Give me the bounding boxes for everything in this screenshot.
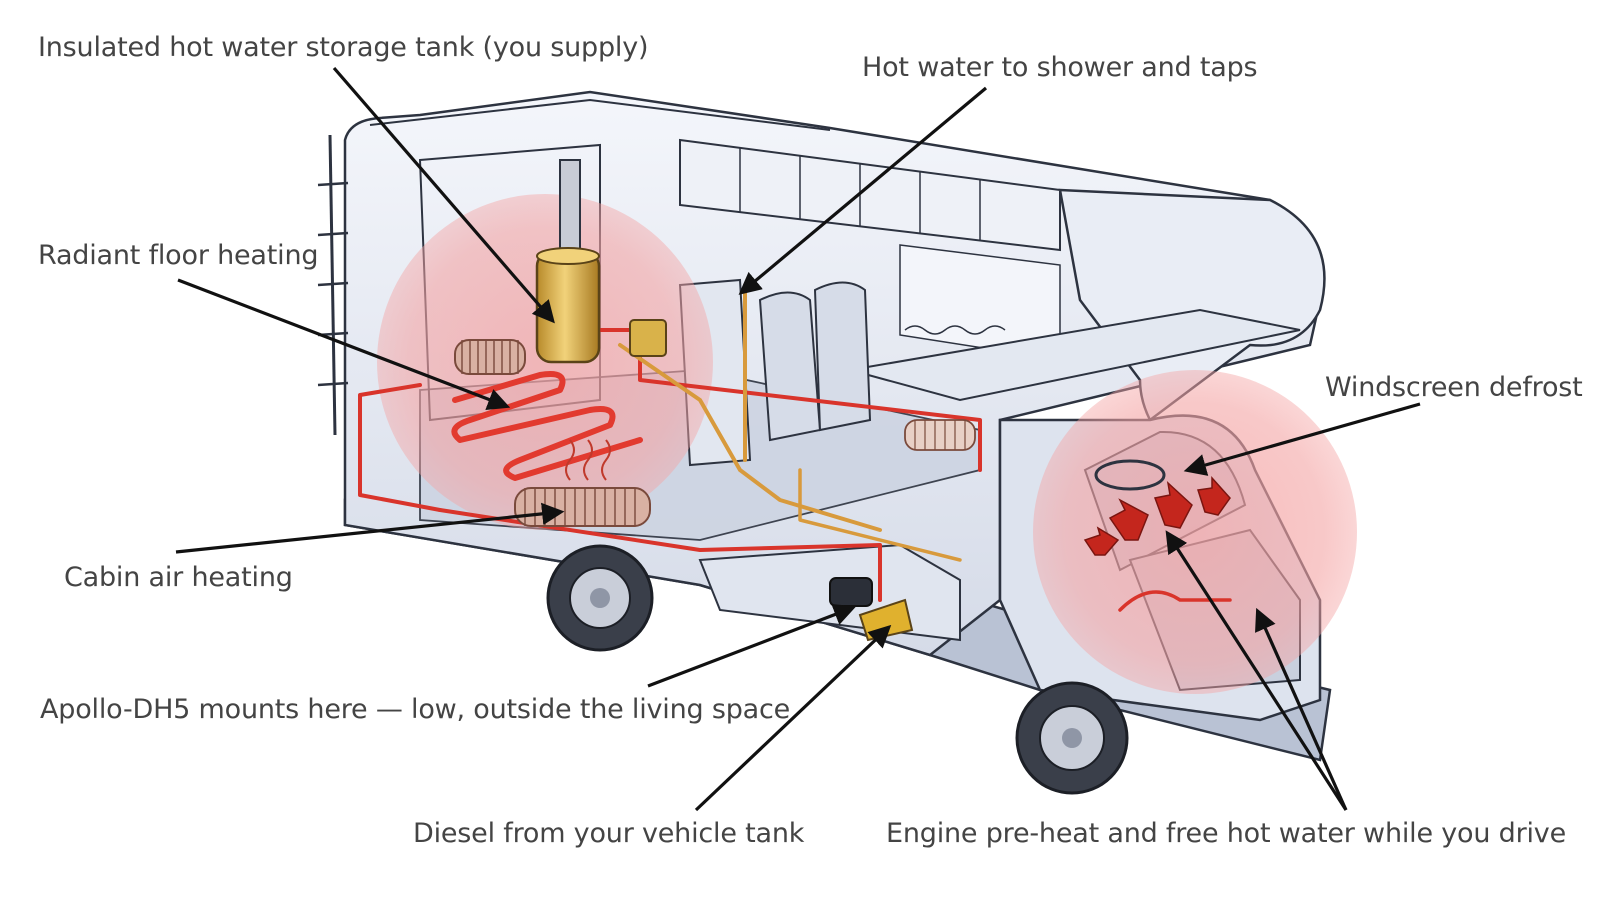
callout-diesel: Diesel from your vehicle tank (413, 818, 805, 849)
pointer-cabin (175, 502, 565, 554)
pointer-shower (738, 86, 988, 295)
callout-engine: Engine pre-heat and free hot water while… (886, 818, 1566, 849)
pointer-floor (177, 278, 511, 411)
rear-air-heater (454, 339, 526, 375)
callout-cabin: Cabin air heating (64, 562, 293, 593)
callout-shower: Hot water to shower and taps (862, 52, 1258, 83)
apollo-dh5-heater (829, 577, 873, 607)
front-wheel (1015, 681, 1129, 795)
heating-pipes (358, 288, 1232, 612)
hot-water-tank (535, 159, 667, 364)
callout-floor: Radiant floor heating (38, 240, 319, 271)
callout-apollo: Apollo-DH5 mounts here — low, outside th… (40, 694, 791, 725)
pointer-engine-2 (1255, 607, 1348, 811)
front-air-heater (904, 419, 976, 451)
cab-heat-zone (1033, 370, 1357, 694)
callout-windscreen: Windscreen defrost (1325, 372, 1583, 403)
callout-pointers (175, 66, 1421, 812)
pointer-windscreen (1183, 402, 1421, 476)
callout-tank: Insulated hot water storage tank (you su… (38, 32, 649, 63)
defrost-arrows (1083, 476, 1231, 556)
pointer-diesel (694, 624, 892, 812)
pointer-engine-1 (1165, 530, 1348, 811)
rear-wheel (546, 544, 654, 652)
pointer-apollo (647, 603, 857, 688)
pointer-tank (332, 66, 555, 324)
steering-wheel (1094, 459, 1166, 491)
